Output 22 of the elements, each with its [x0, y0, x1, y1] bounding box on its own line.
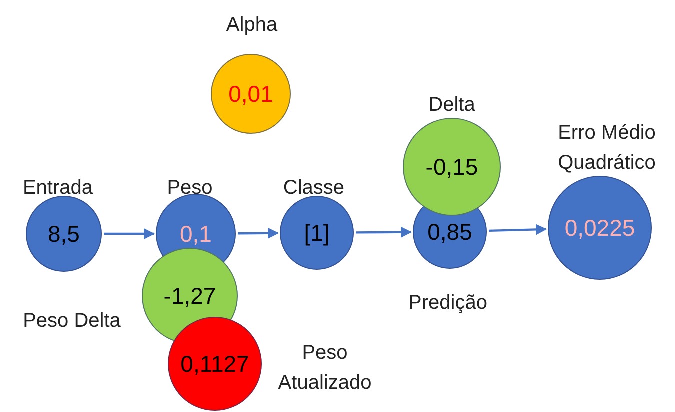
node-value: 0,1 [180, 222, 212, 246]
node-label: Peso Delta [22, 309, 122, 334]
node-value: -0,15 [426, 156, 478, 178]
node-label: Alpha [225, 13, 279, 38]
node-label: Classe [282, 176, 346, 201]
arrow [104, 228, 156, 240]
node-value: 0,85 [428, 220, 472, 244]
node-label: Entrada [22, 176, 94, 201]
arrow [356, 226, 412, 238]
node-label: Peso [166, 176, 214, 201]
node-label: Erro Médio Quadrático [557, 121, 657, 176]
node-value: -1,27 [164, 284, 216, 308]
arrow [488, 224, 548, 236]
node-label: Predição [408, 291, 488, 316]
node-value: 8,5 [48, 222, 80, 246]
arrow [238, 228, 280, 239]
node-label: Delta [428, 93, 476, 118]
node-value: [1] [304, 222, 330, 244]
node-value: 0,0225 [564, 216, 636, 240]
node-value: 0,1127 [180, 352, 250, 376]
node-label: Peso Atualizado [277, 341, 373, 396]
node-value: 0,01 [228, 82, 274, 106]
